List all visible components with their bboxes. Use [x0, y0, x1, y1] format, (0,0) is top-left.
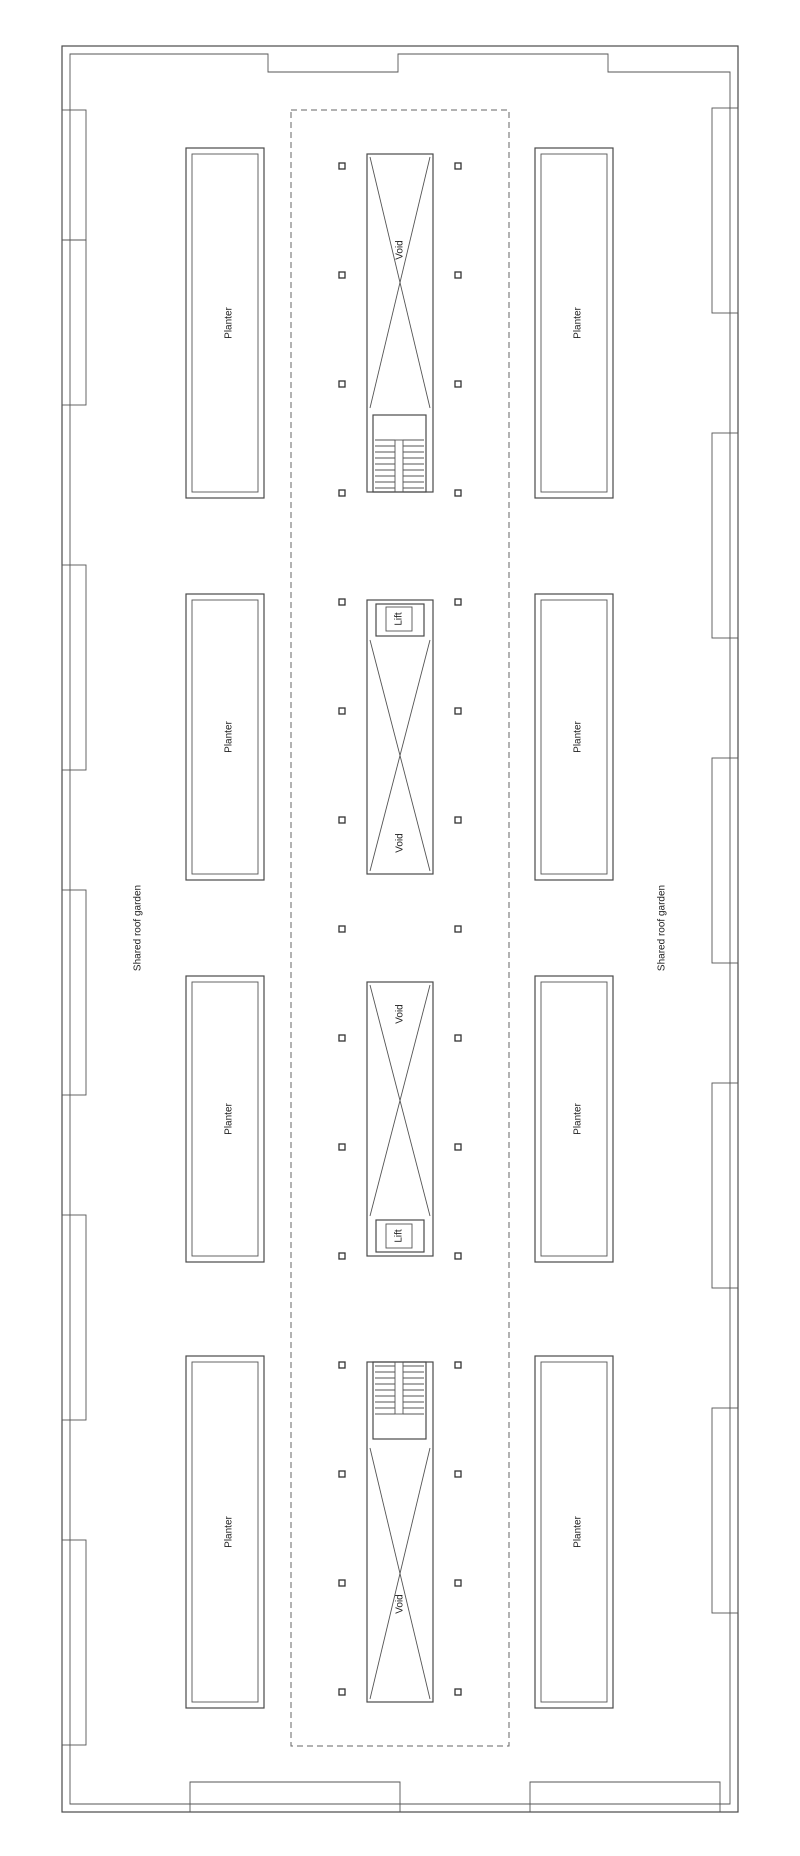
shared-garden-label-left: Shared roof garden — [133, 885, 144, 971]
planter-left-2: Planter — [185, 593, 265, 881]
void-label: Void — [395, 833, 406, 852]
column — [338, 162, 346, 170]
planter-label: Planter — [224, 1102, 235, 1134]
column — [338, 1688, 346, 1696]
left-facade-bays — [61, 109, 87, 1746]
column — [454, 380, 462, 388]
column — [338, 1470, 346, 1478]
column — [454, 271, 462, 279]
column — [338, 1361, 346, 1369]
planter-right-1: Planter — [534, 147, 614, 499]
column — [338, 1034, 346, 1042]
column — [338, 380, 346, 388]
planter-right-3: Planter — [534, 975, 614, 1263]
column — [338, 598, 346, 606]
void-1: Void — [366, 153, 434, 493]
column — [338, 925, 346, 933]
column — [338, 1579, 346, 1587]
column — [454, 707, 462, 715]
column — [338, 489, 346, 497]
void-2: Void Lift — [366, 599, 434, 875]
stair-1 — [372, 414, 427, 493]
planter-label: Planter — [573, 1102, 584, 1134]
planter-right-4: Planter — [534, 1355, 614, 1709]
planter-label: Planter — [224, 1515, 235, 1547]
lift-1: Lift — [375, 603, 425, 637]
column — [454, 489, 462, 497]
bottom-facade-notch — [189, 1781, 721, 1812]
column — [338, 707, 346, 715]
planter-label: Planter — [573, 1515, 584, 1547]
atrium-zone — [290, 109, 510, 1747]
column — [454, 1579, 462, 1587]
void-label: Void — [395, 1594, 406, 1613]
column — [338, 816, 346, 824]
building-outline — [61, 45, 739, 1813]
planters-left: Planter Planter Planter Planter — [185, 147, 265, 1709]
right-facade-bays — [711, 107, 739, 1614]
column — [338, 1143, 346, 1151]
void-4: Void — [366, 1361, 434, 1703]
planter-label: Planter — [573, 306, 584, 338]
column — [454, 1252, 462, 1260]
column — [454, 598, 462, 606]
stair-2 — [372, 1361, 427, 1440]
planters-right: Planter Planter Planter Planter — [534, 147, 614, 1709]
planter-label: Planter — [224, 720, 235, 752]
planter-left-1: Planter — [185, 147, 265, 499]
planter-label: Planter — [573, 720, 584, 752]
lift-2: Lift — [375, 1219, 425, 1253]
column — [454, 1688, 462, 1696]
column — [338, 271, 346, 279]
column — [454, 1143, 462, 1151]
column — [454, 925, 462, 933]
planter-label: Planter — [224, 306, 235, 338]
column — [454, 1470, 462, 1478]
columns-left — [338, 162, 346, 1696]
planter-right-2: Planter — [534, 593, 614, 881]
void-label: Void — [395, 1004, 406, 1023]
column — [454, 816, 462, 824]
columns-right — [454, 162, 462, 1696]
column — [338, 1252, 346, 1260]
lift-label: Lift — [394, 1229, 405, 1243]
void-label: Void — [395, 240, 406, 259]
void-3: Void Lift — [366, 981, 434, 1257]
shared-garden-label-right: Shared roof garden — [657, 885, 668, 971]
planter-left-4: Planter — [185, 1355, 265, 1709]
column — [454, 162, 462, 170]
planter-left-3: Planter — [185, 975, 265, 1263]
lift-label: Lift — [394, 612, 405, 626]
column — [454, 1361, 462, 1369]
column — [454, 1034, 462, 1042]
